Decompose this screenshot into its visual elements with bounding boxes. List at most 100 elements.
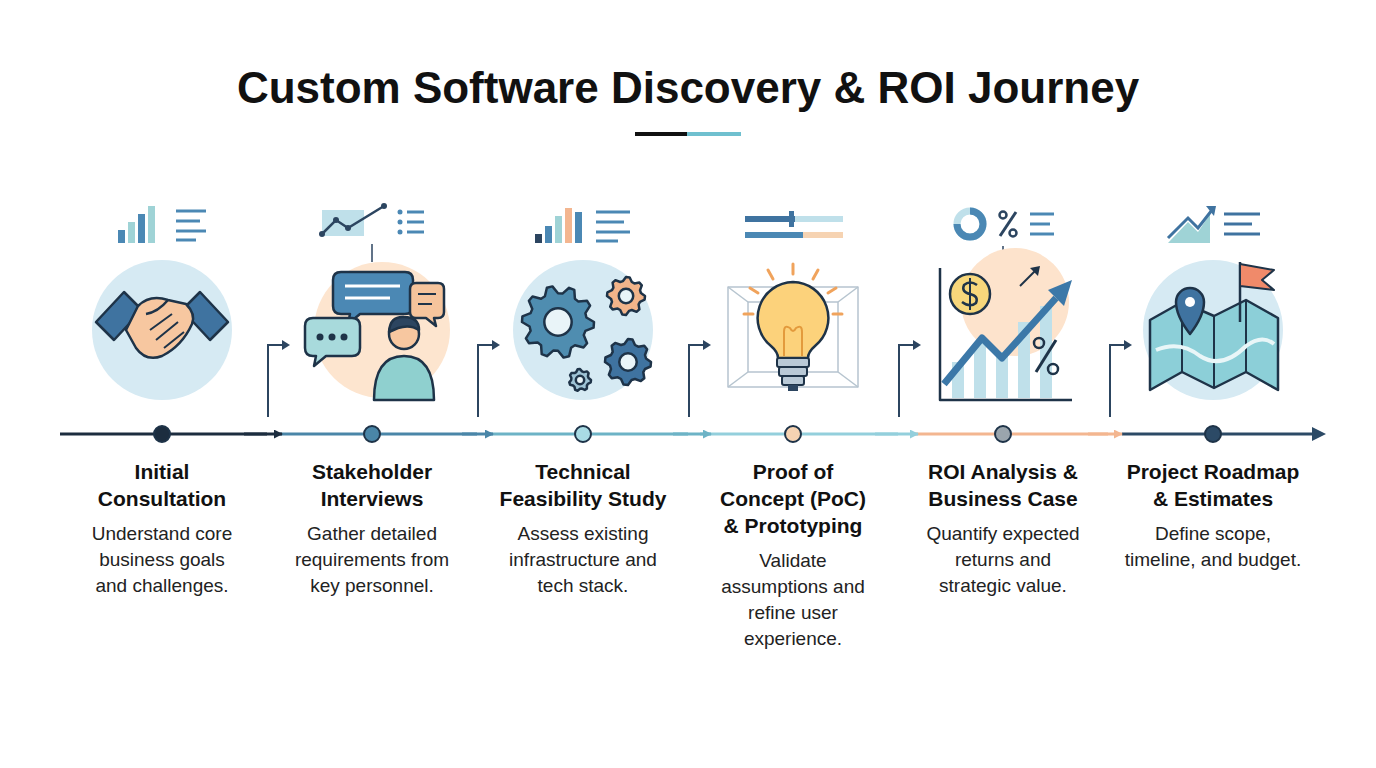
roi-chart-illustration-part bbox=[1036, 340, 1056, 372]
bar-chart-icon-part bbox=[118, 230, 125, 243]
elbow-arrow-part bbox=[689, 345, 703, 417]
bar-chart-icon bbox=[118, 206, 206, 243]
bar-chart-icon-part bbox=[575, 212, 582, 243]
interview-illustration-part-part bbox=[329, 334, 336, 341]
progress-bars-icon-part bbox=[789, 211, 794, 227]
trend-icon-part bbox=[1224, 214, 1260, 234]
line-chart-icon bbox=[319, 203, 424, 262]
line-chart-icon-part-part bbox=[407, 231, 424, 234]
interview-illustration bbox=[305, 262, 450, 400]
interview-illustration-part bbox=[389, 317, 419, 332]
timeline-dot-part bbox=[154, 426, 170, 442]
timeline-dot-part bbox=[995, 426, 1011, 442]
bar-chart-icon-part bbox=[138, 214, 145, 243]
line-chart-icon-part-part bbox=[398, 230, 403, 235]
trend-icon-part-part bbox=[1224, 213, 1260, 216]
line-chart-icon-part bbox=[381, 203, 387, 209]
bar-chart-icon-part-part bbox=[596, 211, 630, 214]
lightbulb-illustration-part-part bbox=[750, 288, 758, 293]
lightbulb-illustration-part-part bbox=[792, 264, 795, 274]
lightbulb-illustration-part-part bbox=[777, 358, 809, 367]
timeline-dot-part bbox=[364, 426, 380, 442]
bar-chart-icon-part bbox=[596, 212, 630, 241]
interview-illustration-part bbox=[345, 286, 400, 298]
timeline-dot-part bbox=[785, 426, 801, 442]
handshake-illustration-part bbox=[150, 314, 184, 348]
roi-chart-illustration-part bbox=[1020, 270, 1036, 286]
line-chart-icon-part bbox=[345, 225, 351, 231]
title-underline-part bbox=[635, 132, 687, 136]
interview-illustration-part-part bbox=[345, 297, 390, 300]
timeline-connector bbox=[673, 433, 711, 436]
gears-illustration-part bbox=[619, 353, 636, 370]
interview-illustration-part bbox=[305, 318, 360, 366]
gears-illustration bbox=[513, 260, 653, 400]
progress-bars-icon bbox=[745, 211, 843, 238]
progress-bars-icon-part bbox=[795, 216, 843, 222]
timeline-connector bbox=[462, 433, 493, 436]
step-description: Quantify expected returns and strategic … bbox=[920, 521, 1086, 599]
bar-chart-icon-part-part bbox=[176, 210, 206, 213]
lightbulb-illustration-part-part bbox=[768, 270, 773, 279]
donut-percent-icon-part bbox=[957, 211, 983, 237]
bar-chart-icon-part bbox=[535, 234, 542, 243]
lightbulb-illustration-part-part bbox=[744, 313, 753, 316]
roadmap-illustration-part bbox=[1240, 264, 1274, 290]
lightbulb-illustration-part-part bbox=[838, 287, 858, 302]
step-heading: Initial Consultation bbox=[82, 458, 242, 512]
elbow-arrow-part bbox=[268, 345, 282, 417]
step-description: Assess existing infrastructure and tech … bbox=[495, 521, 671, 599]
trend-icon-part-part bbox=[1224, 223, 1252, 226]
interview-illustration-part bbox=[418, 294, 436, 304]
roadmap-illustration-part bbox=[1143, 260, 1283, 400]
line-chart-icon-part-part bbox=[398, 220, 403, 225]
timeline bbox=[60, 427, 1326, 441]
donut-percent-icon-part bbox=[1000, 212, 1016, 236]
stage-step: Project Roadmap & EstimatesDefine scope,… bbox=[1124, 420, 1302, 573]
step-description: Understand core business goals and chall… bbox=[82, 521, 242, 599]
elbow-arrowhead-part bbox=[913, 340, 921, 350]
interview-illustration-part-part bbox=[341, 334, 348, 341]
donut-percent-icon-part bbox=[957, 211, 983, 237]
step-heading: ROI Analysis & Business Case bbox=[920, 458, 1086, 512]
stage-step: Stakeholder InterviewsGather detailed re… bbox=[284, 420, 460, 599]
timeline-connector bbox=[875, 433, 918, 436]
progress-bars-icon-part bbox=[745, 232, 803, 238]
gears-illustration-part bbox=[619, 289, 633, 303]
roi-chart-illustration bbox=[940, 248, 1072, 400]
timeline-part bbox=[1312, 427, 1326, 441]
handshake-illustration bbox=[92, 260, 232, 400]
stage-step: ROI Analysis & Business CaseQuantify exp… bbox=[920, 420, 1086, 599]
donut-percent-icon-part-part bbox=[1030, 223, 1050, 226]
bar-chart-icon bbox=[535, 208, 630, 243]
bar-chart-icon-part-part bbox=[596, 221, 624, 224]
progress-bars-icon-part bbox=[803, 232, 843, 238]
roadmap-illustration-part bbox=[1156, 339, 1274, 361]
progress-bars-icon-part bbox=[745, 216, 795, 222]
trend-icon-part bbox=[1206, 206, 1216, 216]
step-heading: Proof of Concept (PoC) & Prototyping bbox=[713, 458, 873, 539]
roadmap-illustration-part bbox=[1150, 300, 1278, 390]
title-underline bbox=[635, 132, 741, 136]
line-chart-icon-part bbox=[398, 210, 403, 235]
gears-illustration-part bbox=[576, 376, 584, 384]
donut-percent-icon-part bbox=[1000, 212, 1007, 219]
lightbulb-illustration-part bbox=[758, 282, 829, 358]
interview-illustration-part bbox=[374, 356, 434, 400]
roi-chart-illustration-part bbox=[969, 278, 971, 310]
elbow-arrow-part bbox=[478, 345, 492, 417]
handshake-illustration-part bbox=[92, 260, 232, 400]
step-description: Validate assumptions and refine user exp… bbox=[713, 548, 873, 652]
lightbulb-illustration-part-part bbox=[728, 372, 748, 387]
roi-chart-illustration-part bbox=[1048, 280, 1072, 306]
timeline-connector bbox=[244, 433, 282, 436]
lightbulb-illustration-part-part bbox=[779, 367, 807, 376]
line-chart-icon-part bbox=[371, 244, 373, 262]
timeline-dot bbox=[154, 426, 1221, 442]
gears-illustration-part bbox=[513, 260, 653, 400]
bar-chart-icon-part bbox=[176, 211, 206, 240]
interview-illustration-part-part bbox=[418, 303, 432, 305]
